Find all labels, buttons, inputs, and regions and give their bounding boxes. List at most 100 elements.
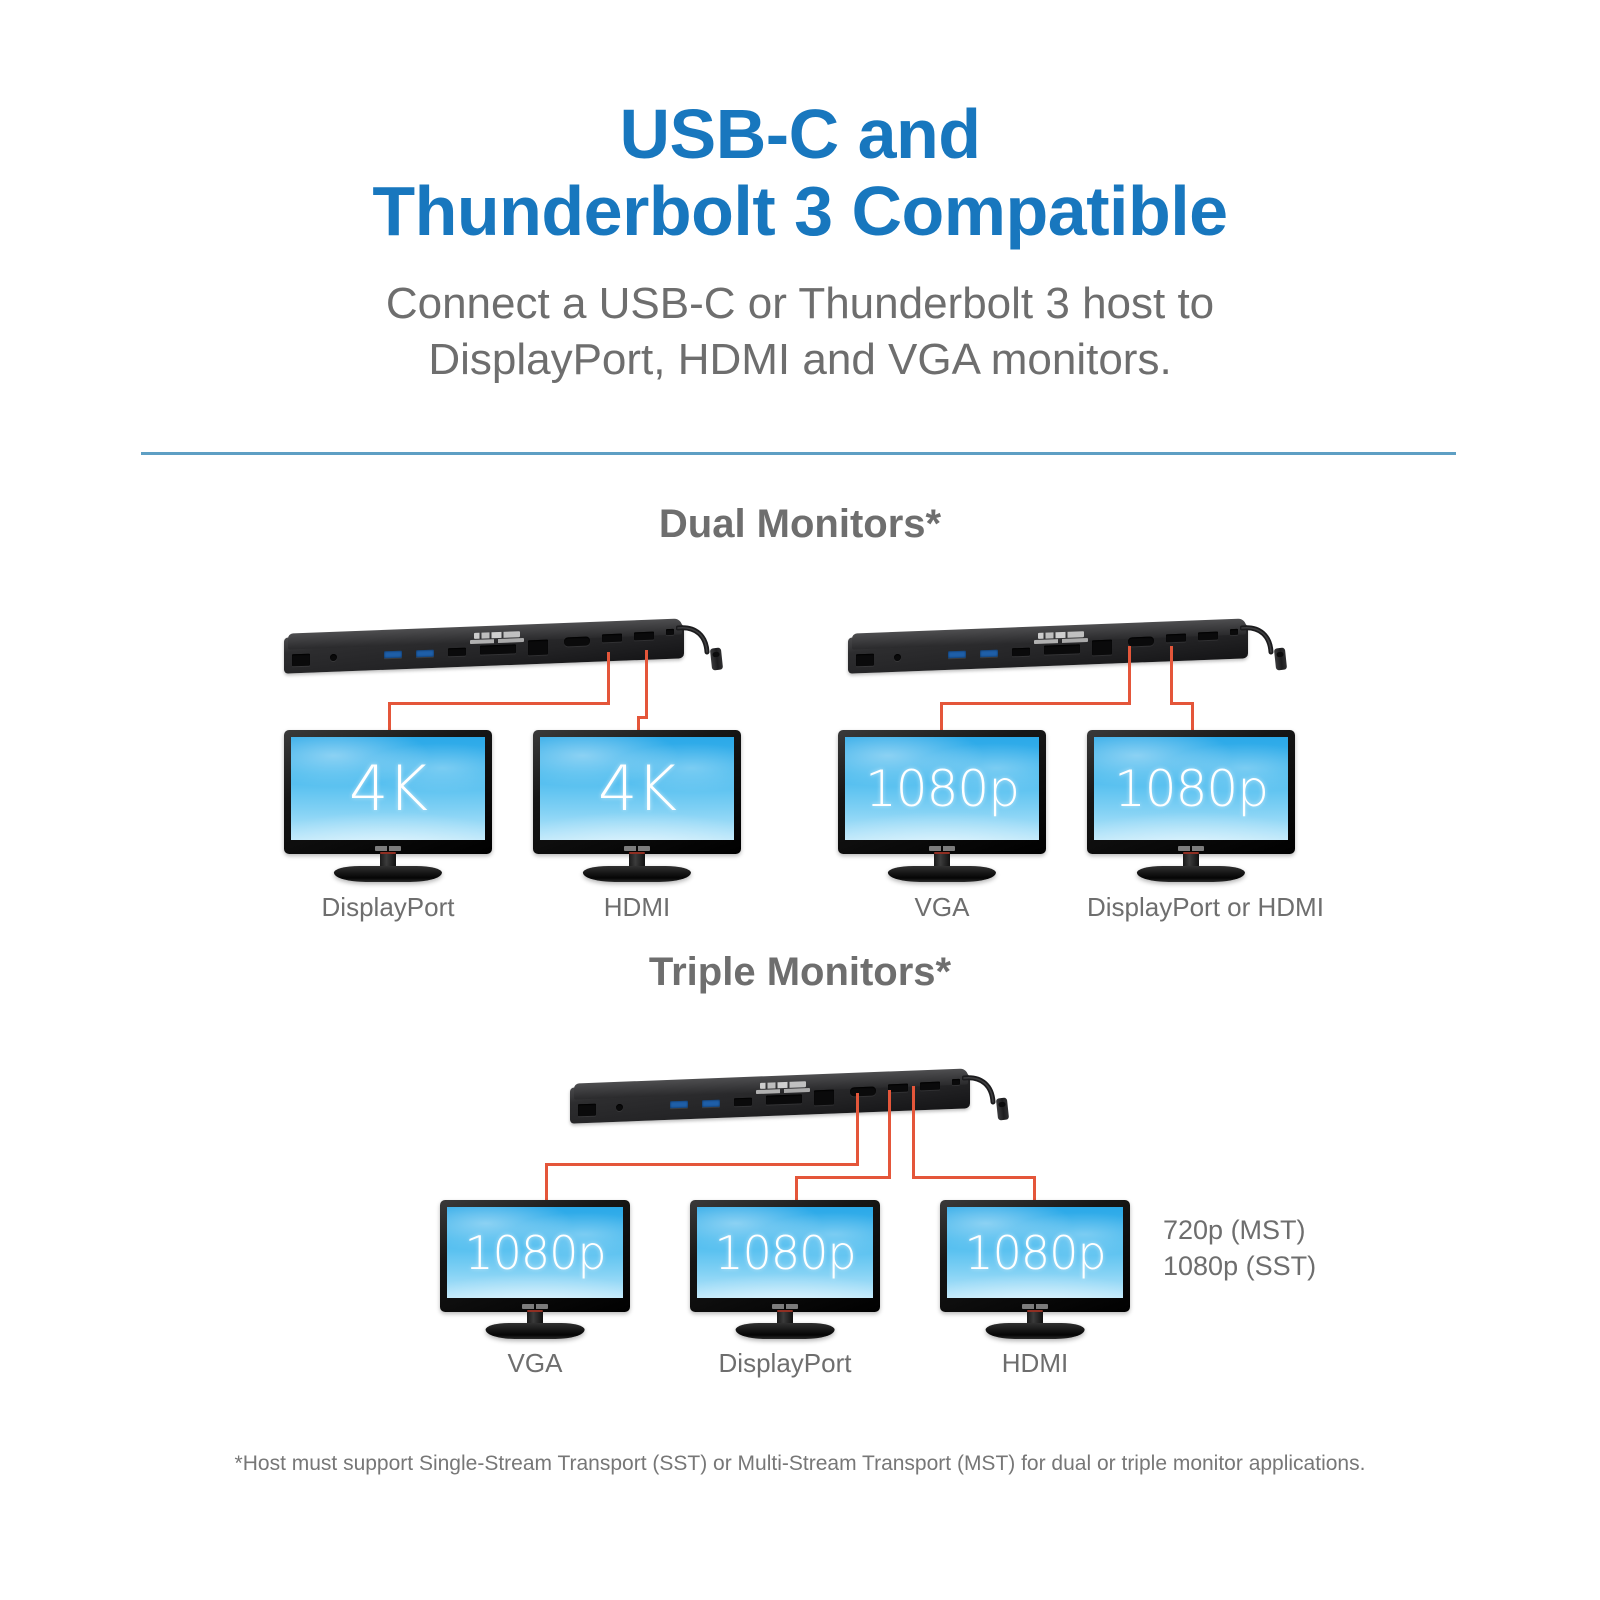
monitor-brand-badge <box>1022 1304 1048 1312</box>
docking-station-triple <box>570 1062 1010 1124</box>
monitor-resolution-label: 1080p <box>1114 759 1269 818</box>
connector-dual2-dphdmi-drop <box>1170 646 1173 702</box>
port-usb-a <box>734 1097 752 1107</box>
monitor-triple-vga: 1080p VGA <box>440 1200 630 1378</box>
monitor-brand-badge <box>1178 846 1204 854</box>
monitor-screen: 1080p <box>1094 737 1288 840</box>
dock-brand-logo <box>1034 631 1090 645</box>
monitor-caption: VGA <box>914 892 970 922</box>
port-usb3-1 <box>670 1100 688 1109</box>
monitor-resolution-label: 1080p <box>464 1225 606 1280</box>
monitor-bezel: 1080p <box>1087 730 1295 854</box>
monitor-caption: DisplayPort or HDMI <box>1087 892 1324 922</box>
dock-brand-logo <box>470 631 526 645</box>
monitor-resolution-label: 1080p <box>964 1225 1106 1280</box>
monitor-stand-neck <box>629 854 645 868</box>
title-line-1: USB-C and <box>619 95 981 173</box>
port-card-reader <box>766 1094 802 1105</box>
monitor-stand-base <box>333 866 443 882</box>
connector-dual2-dphdmi-run <box>1170 702 1194 705</box>
connector-dual2-vga-drop <box>1128 646 1131 702</box>
connector-triple-hdmi-down <box>1033 1176 1036 1203</box>
connector-triple-hdmi-run <box>912 1176 1036 1179</box>
port-usb3-1 <box>384 650 402 659</box>
header-divider <box>141 452 1456 455</box>
footnote-text: *Host must support Single-Stream Transpo… <box>234 1452 1366 1475</box>
monitor-screen: 1080p <box>697 1207 873 1298</box>
port-usb3-2 <box>980 649 998 658</box>
connector-dual2-dphdmi-down <box>1191 702 1194 732</box>
connector-dual1-dp-drop <box>607 652 610 702</box>
port-hdmi <box>920 1081 940 1091</box>
port-usb-a <box>448 647 466 657</box>
docking-station-dual-right <box>848 612 1288 674</box>
port-usb3-1 <box>948 650 966 659</box>
connector-dual1-hdmi-down <box>637 716 640 732</box>
side-note-line-2: 1080p (SST) <box>1163 1251 1317 1282</box>
monitor-stand-base <box>735 1323 835 1339</box>
monitor-brand-badge <box>624 846 650 854</box>
connector-dual1-dp-run <box>388 702 610 705</box>
port-security-lock <box>666 628 674 636</box>
port-vga <box>850 1086 876 1097</box>
monitor-resolution-label: 4K <box>348 752 428 825</box>
docking-station-dual-left <box>284 612 724 674</box>
usbc-cable-svg <box>961 1075 996 1105</box>
header: USB-C and Thunderbolt 3 Compatible Conne… <box>0 0 1600 389</box>
connector-triple-vga-run <box>545 1163 859 1166</box>
monitor-screen: 4K <box>540 737 734 840</box>
connector-triple-dp-run <box>795 1176 891 1179</box>
port-card-reader <box>480 644 516 655</box>
monitor-dual1-hdmi: 4K HDMI <box>533 730 741 922</box>
monitor-dual1-displayport: 4K DisplayPort <box>284 730 492 922</box>
port-power <box>856 653 874 667</box>
monitor-resolution-label: 1080p <box>865 759 1020 818</box>
port-vga <box>1128 636 1154 647</box>
monitor-stand-base <box>985 1323 1085 1339</box>
port-security-lock <box>1230 628 1238 636</box>
triple-side-note: 720p (MST) 1080p (SST) <box>1163 1212 1316 1284</box>
monitor-bezel: 1080p <box>940 1200 1130 1312</box>
monitor-brand-badge <box>375 846 401 854</box>
monitor-screen: 1080p <box>845 737 1039 840</box>
port-displayport <box>888 1083 908 1093</box>
subtitle-line-1: Connect a USB-C or Thunderbolt 3 host to <box>385 279 1215 328</box>
monitor-stand-neck <box>777 1312 793 1326</box>
connector-dual2-vga-down <box>940 702 943 732</box>
monitor-caption: DisplayPort <box>718 1348 852 1378</box>
port-displayport <box>602 633 622 643</box>
port-displayport <box>1166 633 1186 643</box>
monitor-bezel: 4K <box>284 730 492 854</box>
usbc-cable-svg <box>1239 625 1274 655</box>
triple-monitors-heading: Triple Monitors* <box>648 950 952 994</box>
usbc-host-cable <box>961 1068 1010 1121</box>
port-usb-a <box>1012 647 1030 657</box>
connector-triple-dp-drop <box>888 1090 891 1176</box>
subtitle-line-2: DisplayPort, HDMI and VGA monitors. <box>428 335 1172 385</box>
monitor-stand-base <box>485 1323 585 1339</box>
connector-triple-hdmi-drop <box>912 1086 915 1176</box>
monitor-brand-badge <box>929 846 955 854</box>
port-hdmi <box>634 631 654 641</box>
monitor-triple-displayport: 1080p DisplayPort <box>690 1200 880 1378</box>
monitor-brand-badge <box>522 1304 548 1312</box>
monitor-screen: 4K <box>291 737 485 840</box>
monitor-bezel: 4K <box>533 730 741 854</box>
monitor-stand-neck <box>1183 854 1199 868</box>
port-power <box>292 653 310 667</box>
monitor-screen: 1080p <box>447 1207 623 1298</box>
port-power <box>578 1103 596 1117</box>
connector-triple-dp-down <box>795 1176 798 1203</box>
port-usb3-2 <box>416 649 434 658</box>
side-note-line-1: 720p (MST) <box>1163 1215 1306 1245</box>
monitor-brand-badge <box>772 1304 798 1312</box>
page-subtitle: Connect a USB-C or Thunderbolt 3 host to… <box>0 276 1600 389</box>
monitor-resolution-label: 4K <box>597 752 677 825</box>
monitor-resolution-label: 1080p <box>714 1225 856 1280</box>
connector-dual2-vga-run <box>940 702 1131 705</box>
usbc-host-cable <box>675 618 724 671</box>
monitor-caption: HDMI <box>1001 1348 1069 1378</box>
title-line-2: Thunderbolt 3 Compatible <box>372 172 1228 250</box>
monitor-stand-neck <box>934 854 950 868</box>
dual-monitors-heading: Dual Monitors* <box>658 502 942 546</box>
